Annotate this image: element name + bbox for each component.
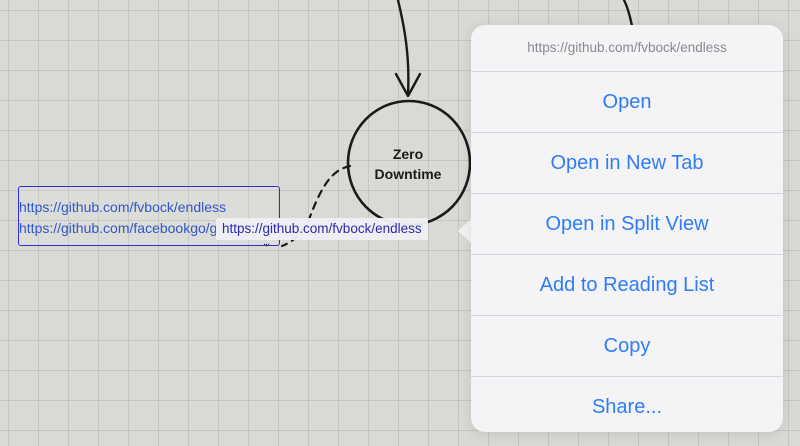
arrow-head xyxy=(394,72,422,98)
link-grace[interactable]: https://github.com/facebookgo/grace xyxy=(19,220,245,236)
link-endless[interactable]: https://github.com/fvbock/endless xyxy=(19,199,226,215)
node-label[interactable]: Zero Downtime xyxy=(360,144,456,184)
node-label-line-2: Downtime xyxy=(374,166,442,182)
menu-item-share[interactable]: Share... xyxy=(591,396,663,418)
resize-handle[interactable]: .,. xyxy=(263,236,270,248)
link-context-menu: https://github.com/fvbock/endless Open O… xyxy=(471,25,783,432)
link-url-tooltip: https://github.com/fvbock/endless xyxy=(216,218,428,240)
menu-item-open[interactable]: Open xyxy=(471,72,783,133)
menu-item-open-new-tab[interactable]: Open in New Tab xyxy=(471,133,783,194)
arrow-connector-line xyxy=(396,0,410,96)
menu-item-copy[interactable]: Copy xyxy=(471,316,783,377)
menu-item-open-split-view[interactable]: Open in Split View xyxy=(471,194,783,255)
popover-arrow xyxy=(458,218,472,244)
connector-line-right xyxy=(622,0,634,28)
context-menu-url: https://github.com/fvbock/endless xyxy=(471,25,783,72)
node-label-line-1: Zero xyxy=(392,146,424,162)
menu-item-add-reading-list[interactable]: Add to Reading List xyxy=(471,255,783,316)
